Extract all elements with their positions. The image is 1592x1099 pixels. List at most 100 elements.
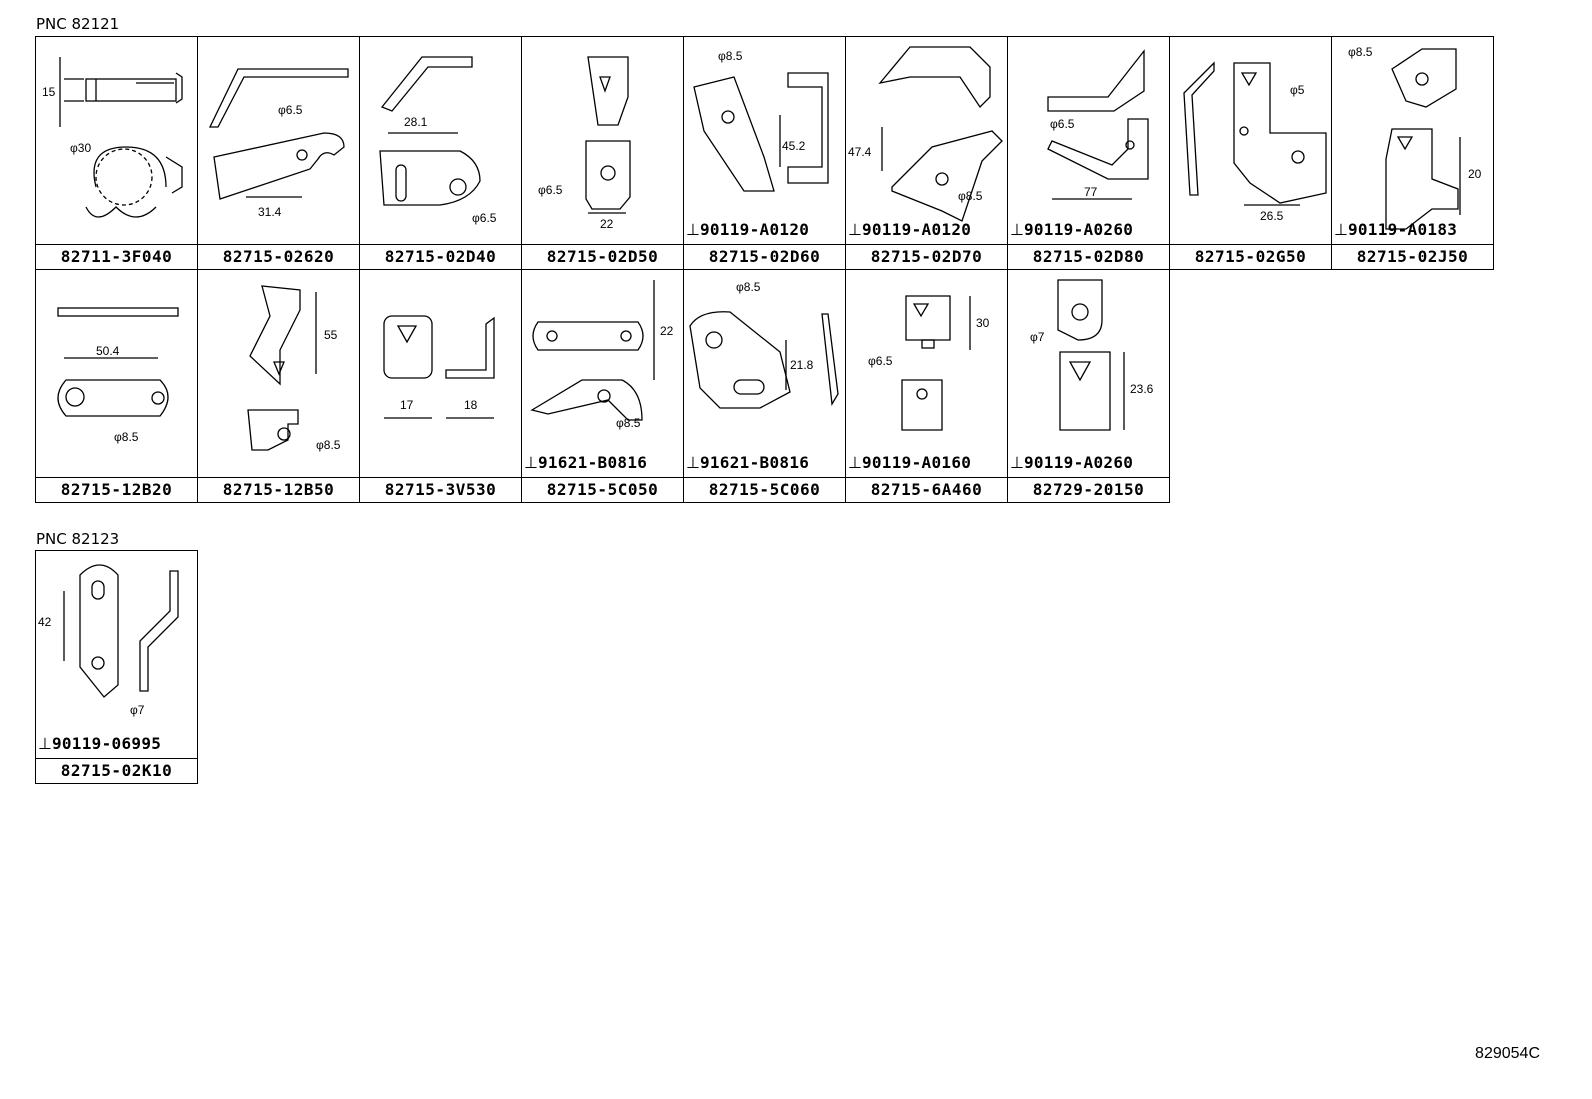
dim-label: 22: [660, 324, 674, 338]
dim-label: φ8.5: [114, 430, 139, 444]
bracket-drawing: [901, 295, 971, 431]
bracket-drawing: [530, 280, 655, 421]
diagram-code: 829054C: [1475, 1045, 1540, 1062]
part-cell[interactable]: 50.4 φ8.5 82715-12B20: [36, 270, 198, 503]
dim-label: φ8.5: [616, 416, 641, 430]
part-number: 82715-02D50: [522, 244, 683, 269]
part-number: 82715-02D60: [684, 244, 845, 269]
dim-label: 45.2: [782, 139, 806, 153]
part-number: 82715-02D40: [360, 244, 521, 269]
bracket-drawing: [878, 46, 1003, 222]
bolt-part-number: 90119-A0260: [1023, 219, 1134, 239]
bolt-part-number: 90119-A0120: [699, 219, 810, 239]
dim-label: 26.5: [1260, 209, 1284, 223]
dim-label: 28.1: [404, 115, 428, 129]
part-cell[interactable]: φ6.5 77 ⊥ 90119-A0260 82715-02D80: [1008, 37, 1170, 270]
grid-row-1: 15 φ30 82711-3F040 φ6.5 31.4 82715-02620: [36, 37, 1494, 270]
part-number: 82715-12B20: [36, 477, 197, 502]
bracket-drawing: [1183, 61, 1327, 206]
part-number: 82715-02D70: [846, 244, 1007, 269]
bolt-part-number: 90119-A0120: [861, 219, 972, 239]
dim-label: 31.4: [258, 205, 282, 219]
part-number: 82715-5C060: [684, 477, 845, 502]
dim-label: φ6.5: [278, 103, 303, 117]
section-label-82123: PNC 82123: [36, 530, 120, 548]
part-cell[interactable]: φ6.5 22 82715-02D50: [522, 37, 684, 270]
dim-label: 23.6: [1130, 382, 1154, 396]
bracket-drawing: [1047, 49, 1149, 200]
dim-label: 50.4: [96, 344, 120, 358]
bolt-part-number: 90119-06995: [51, 733, 162, 753]
part-cell[interactable]: 42 φ7 ⊥ 90119-06995 82715-02K10: [36, 551, 198, 784]
dim-label: 22: [600, 217, 614, 231]
part-cell[interactable]: 22 φ8.5 ⊥ 91621-B0816 82715-5C050: [522, 270, 684, 503]
part-number: 82711-3F040: [36, 244, 197, 269]
part-cell[interactable]: φ5 26.5 82715-02G50: [1170, 37, 1332, 270]
bracket-drawing: [693, 72, 829, 192]
part-number: 82715-02J50: [1332, 244, 1493, 269]
part-cell[interactable]: φ7 23.6 ⊥ 90119-A0260 82729-20150: [1008, 270, 1170, 503]
bolt-icon: ⊥: [38, 733, 52, 753]
clamp-drawing: [59, 57, 183, 218]
dim-label: φ8.5: [958, 189, 983, 203]
part-cell[interactable]: 55 φ8.5 82715-12B50: [198, 270, 360, 503]
dim-label: 21.8: [790, 358, 814, 372]
dim-label: φ8.5: [736, 280, 761, 294]
dim-label: 77: [1084, 185, 1098, 199]
part-cell[interactable]: 47.4 φ8.5 ⊥ 90119-A0120 82715-02D70: [846, 37, 1008, 270]
part-number: 82715-02620: [198, 244, 359, 269]
dim-label: φ6.5: [472, 211, 497, 225]
section-label-82121: PNC 82121: [36, 15, 120, 33]
bolt-callout: ⊥ 91621-B0816: [524, 450, 647, 474]
bolt-callout: ⊥ 91621-B0816: [686, 450, 809, 474]
bolt-callout: ⊥ 90119-06995: [38, 731, 161, 755]
part-cell[interactable]: φ8.5 20 ⊥ 90119-A0183 82715-02J50: [1332, 37, 1494, 270]
dim-label: φ6.5: [538, 183, 563, 197]
bolt-callout: ⊥ 90119-A0260: [1010, 450, 1133, 474]
bolt-part-number: 90119-A0260: [1023, 452, 1134, 472]
bracket-drawing: [1057, 279, 1125, 431]
bolt-part-number: 90119-A0183: [1347, 219, 1458, 239]
dim-label: φ8.5: [316, 438, 341, 452]
bolt-icon: ⊥: [1010, 219, 1024, 239]
part-cell[interactable]: 15 φ30 82711-3F040: [36, 37, 198, 270]
part-number: 82715-12B50: [198, 477, 359, 502]
bracket-drawing: [383, 315, 495, 419]
part-number: 82715-3V530: [360, 477, 521, 502]
dim-label: 18: [464, 398, 478, 412]
bolt-icon: ⊥: [686, 219, 700, 239]
bolt-icon: ⊥: [1334, 219, 1348, 239]
bolt-icon: ⊥: [524, 452, 538, 472]
part-cell[interactable]: 17 18 82715-3V530: [360, 270, 522, 503]
part-cell[interactable]: 28.1 φ6.5 82715-02D40: [360, 37, 522, 270]
bolt-part-number: 91621-B0816: [537, 452, 648, 472]
dim-label: 55: [324, 328, 338, 342]
dim-label: φ5: [1290, 83, 1305, 97]
bracket-drawing: [247, 285, 317, 451]
bolt-part-number: 90119-A0160: [861, 452, 972, 472]
parts-grid-82123: 42 φ7 ⊥ 90119-06995 82715-02K10: [35, 550, 198, 784]
part-cell[interactable]: 30 φ6.5 ⊥ 90119-A0160 82715-6A460: [846, 270, 1008, 503]
bolt-icon: ⊥: [848, 219, 862, 239]
bolt-callout: ⊥ 90119-A0260: [1010, 217, 1133, 241]
bolt-part-number: 91621-B0816: [699, 452, 810, 472]
bolt-icon: ⊥: [686, 452, 700, 472]
dim-label: 17: [400, 398, 414, 412]
dim-label: 47.4: [848, 145, 872, 159]
bolt-callout: ⊥ 90119-A0160: [848, 450, 971, 474]
dim-label: φ7: [130, 703, 145, 717]
part-cell[interactable]: φ6.5 31.4 82715-02620: [198, 37, 360, 270]
part-cell[interactable]: φ8.5 45.2 ⊥ 90119-A0120 82715-02D60: [684, 37, 846, 270]
bolt-callout: ⊥ 90119-A0120: [848, 217, 971, 241]
dim-label: φ8.5: [718, 49, 743, 63]
grid-row-2: 50.4 φ8.5 82715-12B20 55 φ8.5 82715-12B5…: [36, 270, 1494, 503]
dim-label: φ30: [70, 141, 92, 155]
bolt-icon: ⊥: [848, 452, 862, 472]
dim-label: 15: [42, 85, 56, 99]
part-number: 82715-5C050: [522, 477, 683, 502]
part-cell[interactable]: φ8.5 21.8 ⊥ 91621-B0816 82715-5C060: [684, 270, 846, 503]
grid-row-1: 42 φ7 ⊥ 90119-06995 82715-02K10: [36, 551, 198, 784]
dim-label: φ8.5: [1348, 45, 1373, 59]
bracket-drawing: [1385, 48, 1461, 230]
dim-label: φ7: [1030, 330, 1045, 344]
